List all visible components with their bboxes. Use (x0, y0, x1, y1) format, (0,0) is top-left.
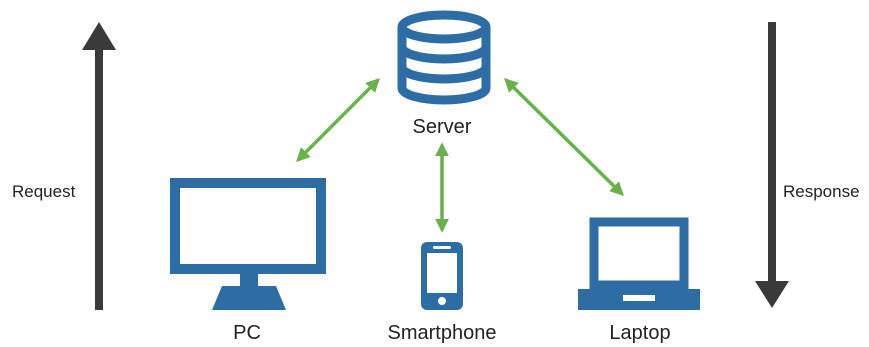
connector-server-pc (296, 78, 380, 162)
monitor-icon (170, 178, 326, 310)
response-arrow (755, 22, 789, 308)
connector-server-laptop (504, 78, 624, 196)
request-label: Request (12, 182, 76, 201)
request-arrow (82, 22, 116, 310)
database-icon (397, 10, 491, 105)
response-label: Response (783, 182, 860, 201)
laptop-icon (578, 217, 700, 310)
smartphone-label: Smartphone (387, 322, 497, 344)
smartphone-icon (421, 242, 463, 310)
pc-label: PC (233, 322, 261, 344)
server-label: Server (412, 116, 472, 138)
laptop-label: Laptop (609, 322, 671, 344)
